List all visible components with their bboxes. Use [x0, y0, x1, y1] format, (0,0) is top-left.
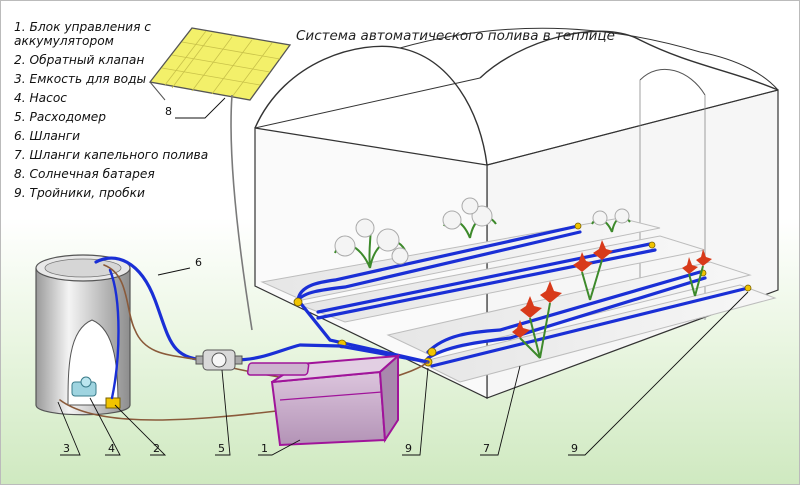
legend-item-9: 9. Тройники, пробки — [14, 186, 145, 200]
flow-meter — [195, 349, 243, 371]
legend: 1. Блок управления с аккумулятором 2. Об… — [14, 20, 214, 205]
legend-item-1: 1. Блок управления с аккумулятором — [14, 20, 151, 48]
red-flowers — [512, 240, 712, 359]
callout-3: 3 — [63, 442, 70, 455]
callout-7: 7 — [483, 442, 490, 455]
fittings — [293, 222, 752, 367]
supply-hose — [94, 256, 212, 362]
legend-item-4: 4. Насос — [14, 91, 67, 105]
callout-8: 8 — [165, 105, 172, 118]
drip-hose-2 — [316, 242, 652, 314]
callout-9-right: 9 — [571, 442, 578, 455]
leader-lines — [57, 97, 749, 456]
legend-item-6: 6. Шланги — [14, 129, 81, 143]
diagram-title: Система автоматического полива в теплице — [296, 28, 615, 44]
legend-item-5: 5. Расходомер — [14, 110, 107, 124]
legend-item-3: 3. Емкость для воды — [14, 72, 147, 86]
check-valve — [105, 397, 121, 409]
legend-item-8: 8. Солнечная батарея — [14, 167, 155, 181]
callout-4: 4 — [108, 442, 115, 455]
drip-hoses — [296, 224, 750, 368]
callout-6: 6 — [195, 256, 202, 269]
control-unit — [246, 353, 401, 447]
solar-cable — [230, 94, 253, 331]
water-tank — [35, 254, 131, 416]
pump — [71, 376, 97, 397]
callout-2: 2 — [153, 442, 160, 455]
drip-hose-1 — [296, 224, 580, 302]
bed-4 — [418, 284, 777, 383]
legend-item-7: 7. Шланги капельного полива — [14, 148, 209, 162]
drip-hose-3 — [426, 270, 702, 354]
greenhouse-front-arch — [254, 45, 488, 166]
drip-hose-4 — [430, 286, 750, 368]
greenhouse-back-arch — [479, 30, 779, 91]
callout-9-left: 9 — [405, 442, 412, 455]
legend-item-2: 2. Обратный клапан — [14, 53, 145, 67]
solar-panel — [148, 27, 292, 331]
callout-1: 1 — [261, 442, 268, 455]
callout-5: 5 — [218, 442, 225, 455]
white-plants — [334, 197, 631, 269]
